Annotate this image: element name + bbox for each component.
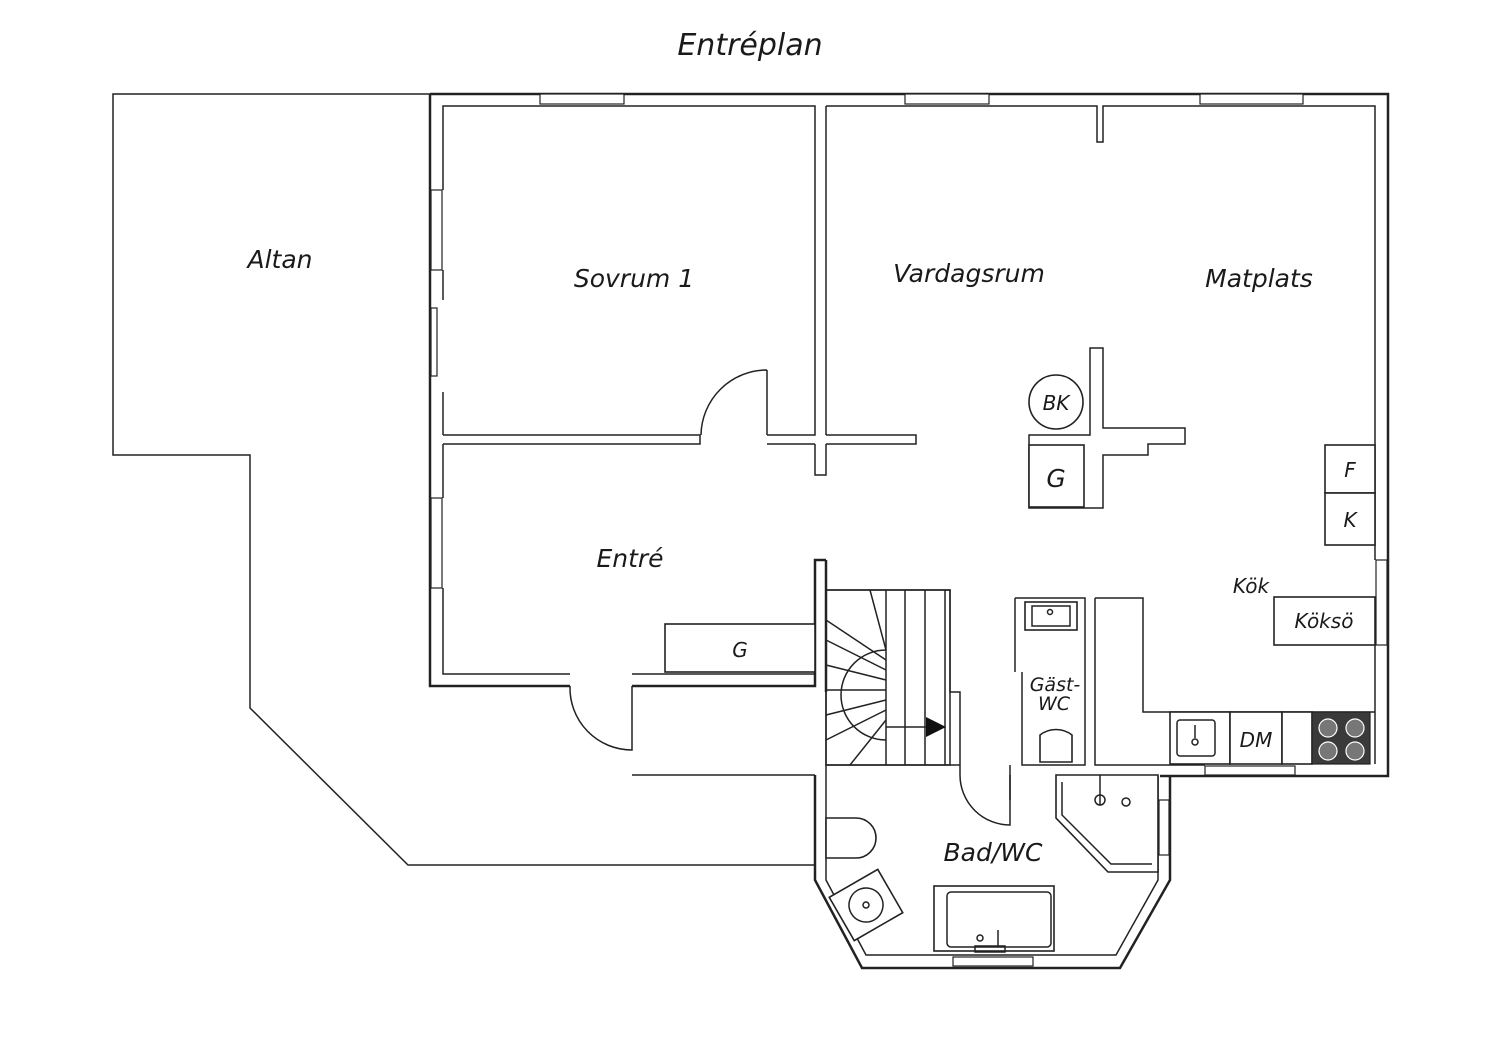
sink-icon	[1176, 719, 1216, 757]
wardrobe-g: G	[664, 623, 816, 673]
stair-arrow-icon	[926, 717, 946, 737]
room-bad: Bad/WC	[944, 838, 1043, 867]
fridge-f: F	[1324, 444, 1376, 494]
svg-text:K: K	[1343, 508, 1358, 532]
room-gast-line1: Gäst-	[1030, 674, 1081, 696]
toilet-icon	[1039, 728, 1073, 763]
svg-text:BK: BK	[1043, 391, 1072, 415]
guest-wc-fixtures	[1024, 601, 1078, 763]
door-swings	[569, 369, 1011, 826]
svg-text:G: G	[732, 638, 748, 662]
svg-text:G: G	[1046, 464, 1065, 493]
svg-text:DM: DM	[1240, 728, 1273, 752]
exterior-walls	[428, 92, 1390, 970]
room-matplats: Matplats	[1205, 264, 1313, 293]
fireplace-bk: BK	[1028, 374, 1084, 430]
bathroom-fixtures	[825, 774, 1159, 953]
windows	[430, 93, 1388, 967]
page-title: Entréplan	[677, 28, 822, 63]
bathtub-icon	[933, 885, 1055, 952]
room-vardagsrum: Vardagsrum	[893, 259, 1045, 288]
altan-outline	[112, 93, 815, 866]
room-gast-line2: WC	[1038, 693, 1071, 715]
room-entre: Entré	[596, 544, 663, 573]
kitchen-island: Köksö	[1273, 596, 1376, 646]
svg-text:Köksö: Köksö	[1295, 609, 1354, 633]
stairs	[825, 589, 951, 766]
kitchen-counter: DM	[1169, 711, 1371, 765]
door-swing-icon	[700, 369, 768, 436]
freezer-k: K	[1324, 492, 1376, 546]
room-altan: Altan	[245, 245, 312, 274]
interior-walls	[442, 105, 1376, 800]
room-sovrum: Sovrum 1	[574, 264, 694, 293]
fireplace-g: G	[1028, 444, 1085, 508]
room-kok: Kök	[1233, 574, 1271, 598]
svg-text:F: F	[1344, 458, 1356, 482]
shower-icon	[1055, 774, 1159, 873]
